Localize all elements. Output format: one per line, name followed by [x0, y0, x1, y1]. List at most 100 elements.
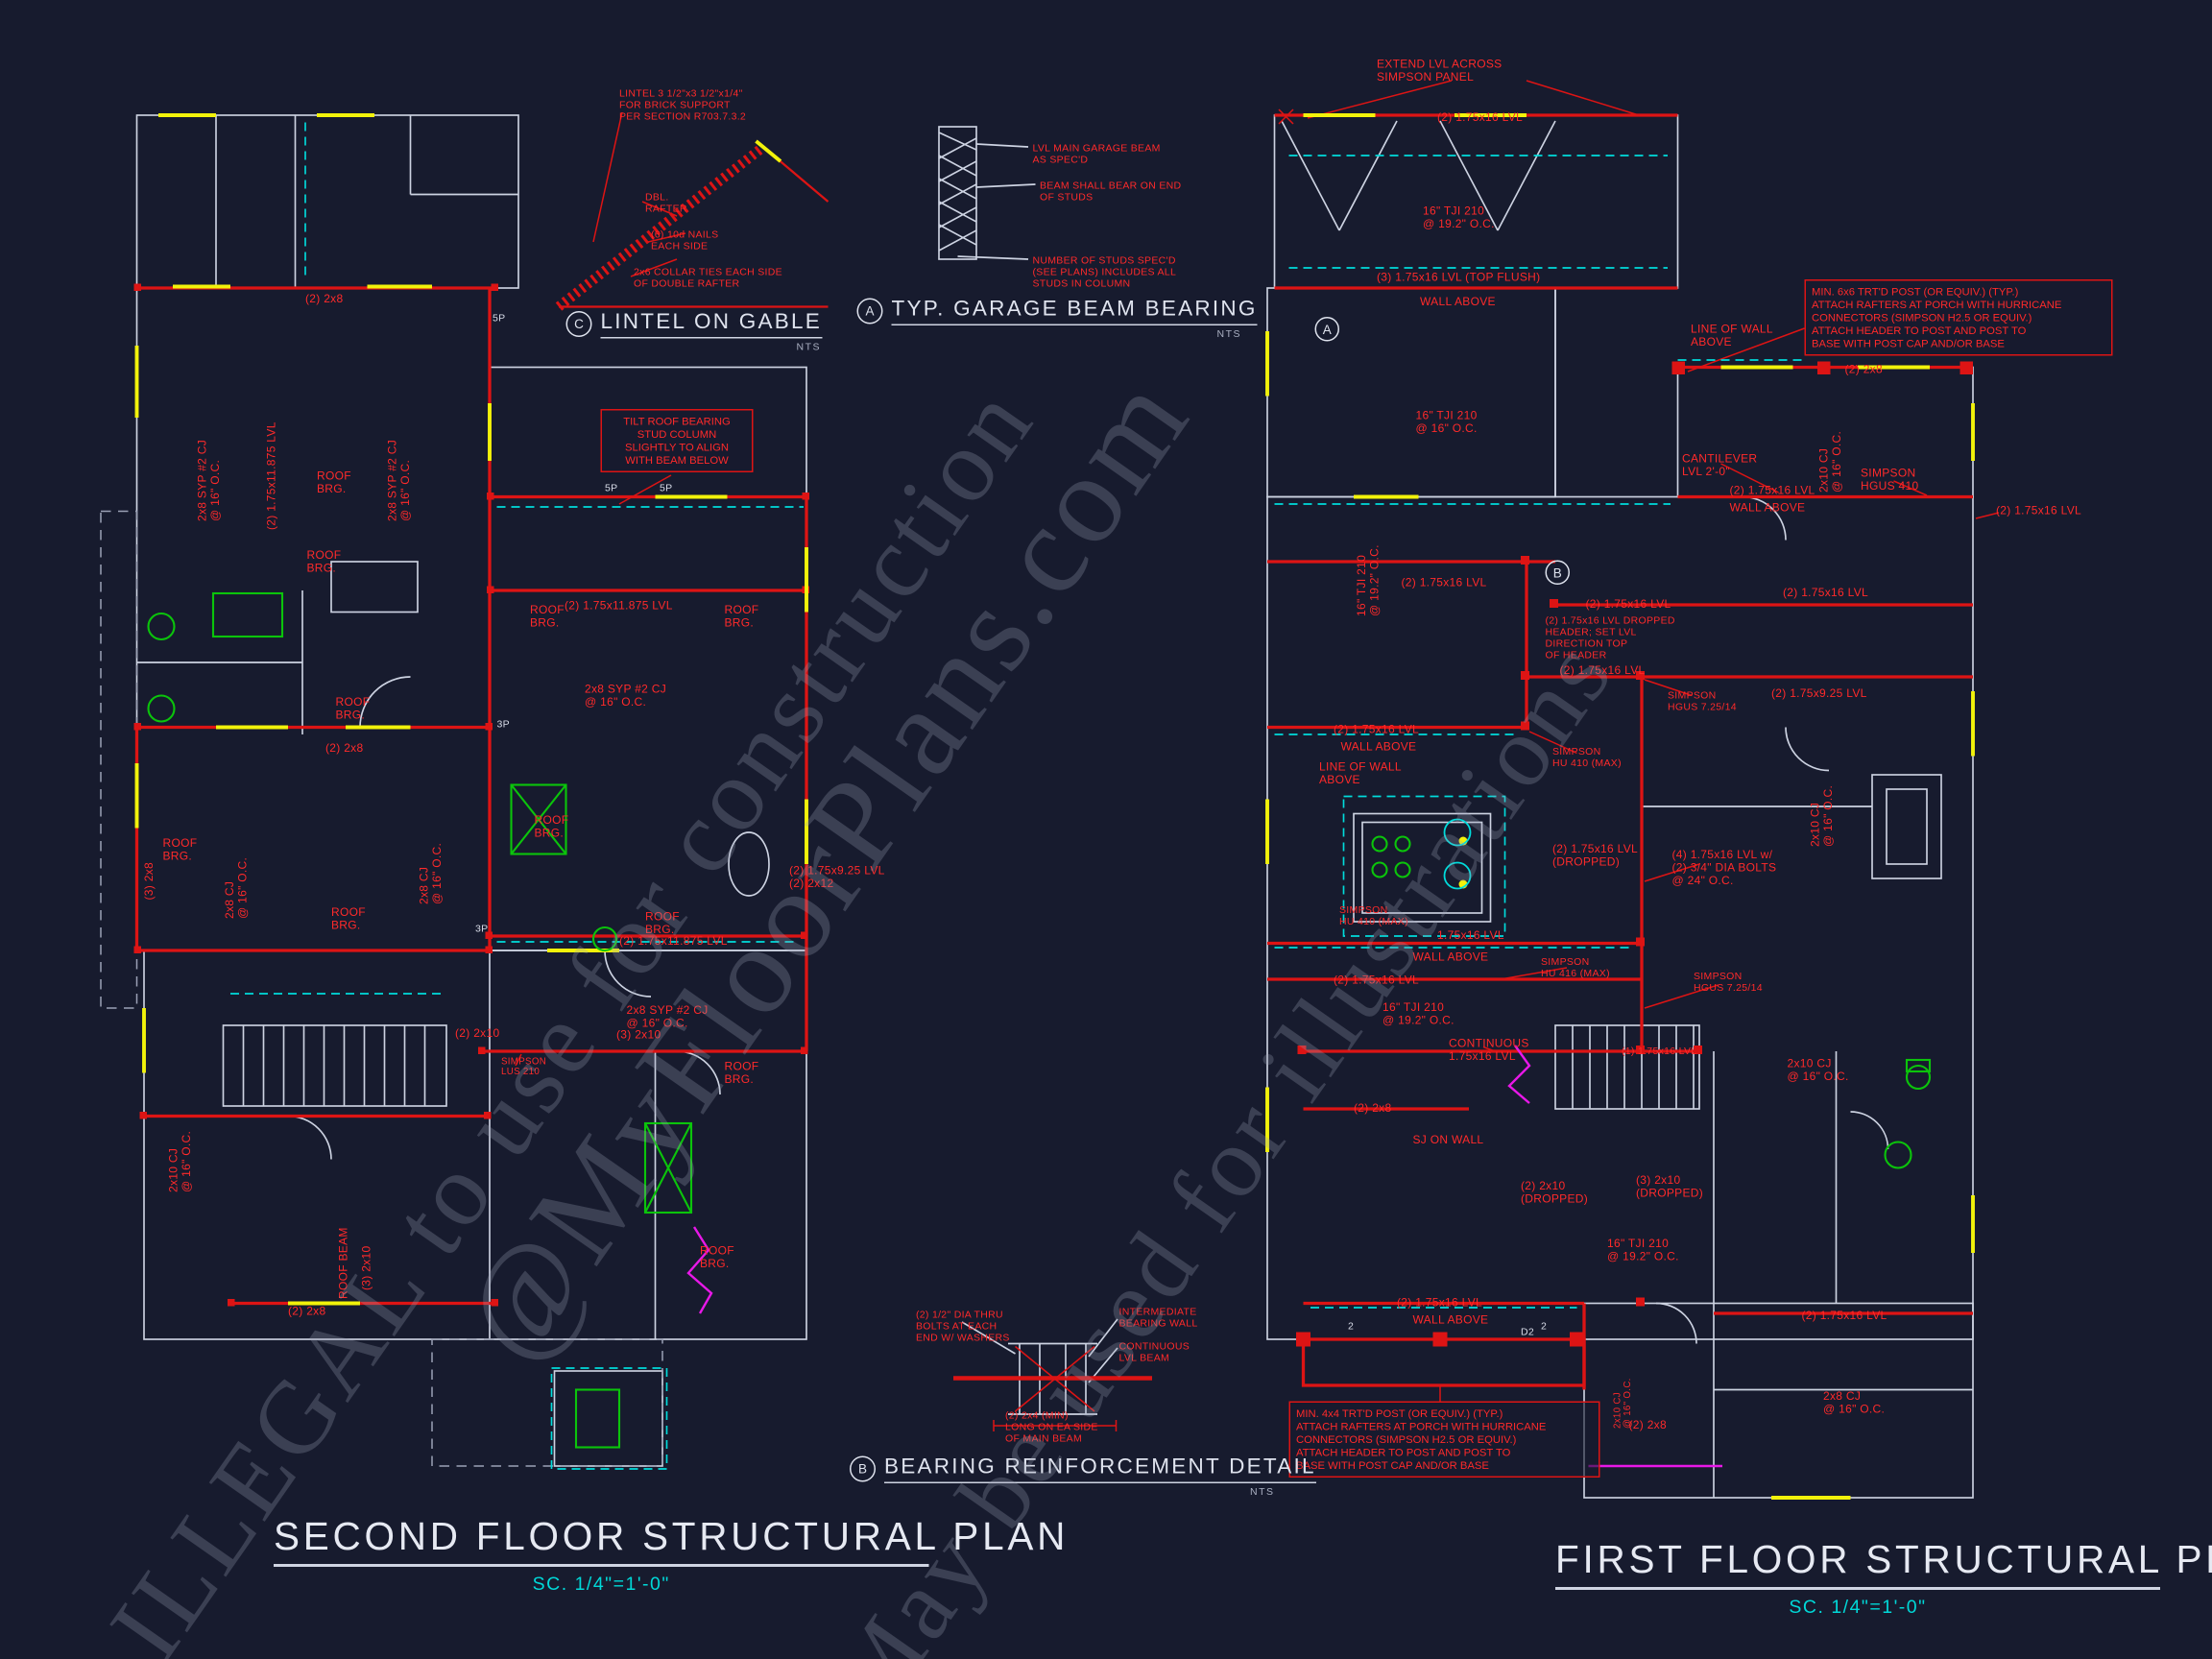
annotation-label: (2) 2x8 — [325, 741, 364, 756]
fixture-circles-cyan — [1443, 818, 1472, 890]
annotation-label: (2) 1.75x16 LVL — [1397, 1296, 1483, 1310]
bearing-detail-scale: NTS — [1250, 1487, 1275, 1499]
annotation-label: 3P — [496, 720, 510, 731]
annotation-label: WALL ABOVE — [1729, 501, 1806, 515]
annotation-label: (2) 1.75x16 LVL — [1334, 974, 1420, 987]
annotation-label: CONTINUOUS 1.75x16 LVL — [1449, 1037, 1529, 1064]
annotation-label: ROOF BRG. — [335, 695, 371, 722]
annotation-label: (2) 1/2" DIA THRU BOLTS AT EACH END W/ W… — [916, 1310, 1010, 1344]
detail-title-text: LINTEL ON GABLE — [600, 310, 822, 339]
annotation-label: 5P — [605, 484, 618, 494]
annotation-label: (2) 2x10 — [455, 1026, 500, 1041]
annotation-label: ROOF BRG. — [530, 603, 565, 630]
annotation-label: 2x8 CJ @ 16" O.C. — [1823, 1389, 1886, 1416]
annotation-label: SIMPSON HU 410 (MAX) — [1339, 905, 1408, 928]
annotation-label: SIMPSON HGUS 7.25/14 — [1694, 972, 1763, 995]
annotation-label: 2 — [1348, 1322, 1355, 1333]
annotation-label: WALL ABOVE — [1420, 295, 1496, 309]
second-floor-scale: SC. 1/4"=1'-0" — [532, 1573, 670, 1595]
annotation-label: (2) 1.75x16 LVL DROPPED HEADER; SET LVL … — [1545, 616, 1675, 661]
annotation-label: 2x8 SYP #2 CJ @ 16" O.C. — [626, 1003, 709, 1030]
annotation-label: ROOF BRG. — [724, 1060, 759, 1087]
annotation-label: 16" TJI 210 @ 19.2" O.C. — [1423, 204, 1495, 231]
annotation-label: (2) 1.75x9.25 LVL (2) 2x12 — [789, 864, 885, 891]
detail-symbol-a: A — [856, 298, 883, 325]
wall-above-dashed-lines — [230, 122, 1808, 1470]
annotation-label: (2) 2x10 (DROPPED) — [1521, 1179, 1589, 1206]
annotation-label: SIMPSON LUS 210 — [501, 1057, 547, 1078]
annotation-label: 2x8 SYP #2 CJ @ 16" O.C. — [386, 439, 413, 521]
leader-lines — [515, 80, 2000, 1431]
annotation-label: 2x10 CJ @ 16" O.C. — [1809, 784, 1836, 847]
annotation-label: (2) 2x4 (MIN) LONG ON EA SIDE OF MAIN BE… — [1005, 1411, 1098, 1445]
annotation-label: 5P — [660, 484, 673, 494]
annotation-label: WALL ABOVE — [1412, 1313, 1489, 1327]
misc-magenta-lines — [686, 1045, 1722, 1468]
annotation-label: 2x6 COLLAR TIES EACH SIDE OF DOUBLE RAFT… — [634, 268, 782, 290]
annotation-label: 16" TJI 210 @ 19.2" O.C. — [1382, 1000, 1455, 1027]
annotation-label: 16" TJI 210 @ 16" O.C. — [1415, 409, 1478, 436]
annotation-label: ROOF BRG. — [700, 1244, 734, 1271]
annotation-label: ROOF BRG. — [306, 548, 342, 575]
detail-symbol-b: B — [850, 1455, 876, 1482]
annotation-label: ROOF BRG. — [724, 603, 759, 630]
annotation-label: (2) 1.75x11.875 LVL — [619, 934, 728, 949]
annotation-label: 1.75x16 LVL — [1437, 928, 1504, 943]
first-floor-title-block: FIRST FLOOR STRUCTURAL PLAN SC. 1/4"=1'-… — [1555, 1538, 2212, 1618]
lintel-detail-title: C LINTEL ON GABLE — [565, 310, 822, 339]
annotation-label: ROOF BRG. — [534, 813, 569, 840]
annotation-label: LINE OF WALL ABOVE — [1691, 323, 1773, 349]
annotation-label: (2) 1.75x16 LVL (DROPPED) — [1552, 842, 1639, 869]
post-note-top: MIN. 6x6 TRT'D POST (OR EQUIV.) (TYP.) A… — [1804, 279, 2113, 356]
detail-title-text: BEARING REINFORCEMENT DETAIL — [884, 1455, 1316, 1483]
beam-lines — [134, 113, 1973, 1390]
annotation-label: (2) 2x8 — [305, 292, 344, 306]
annotation-label: (2) 2x8 — [1628, 1418, 1667, 1432]
plan-marker-b: B — [1545, 560, 1570, 585]
beam-end-markers — [133, 283, 1973, 1347]
annotation-label: LINTEL 3 1/2"x3 1/2"x1/4" FOR BRICK SUPP… — [619, 89, 747, 123]
annotation-label: (3) 2x8 — [142, 862, 156, 901]
annotation-label: 2x8 SYP #2 CJ @ 16" O.C. — [196, 439, 223, 521]
annotation-label: EXTEND LVL ACROSS SIMPSON PANEL — [1377, 58, 1503, 84]
annotation-label: (2) 1.75x16 LVL — [1801, 1309, 1887, 1323]
annotation-label: 2x8 CJ @ 16" O.C. — [223, 856, 250, 919]
lintel-detail-scale: NTS — [796, 343, 821, 353]
annotation-label: ROOF BRG. — [331, 905, 366, 932]
annotation-label: (2) 1.75x16 LVL — [1559, 663, 1646, 678]
plan-marker-a: A — [1314, 317, 1339, 342]
garage-beam-detail-scale: NTS — [1216, 329, 1241, 341]
annotation-label: (2) 2x8 — [1844, 363, 1883, 376]
post-note-bottom: MIN. 4x4 TRT'D POST (OR EQUIV.) (TYP.) A… — [1288, 1401, 1600, 1478]
annotation-label: (2) 1.75x9.25 LVL — [1771, 686, 1867, 701]
detail-title-text: TYP. GARAGE BEAM BEARING — [891, 297, 1258, 325]
detail-symbol-c: C — [565, 311, 592, 337]
annotation-label: 2x10 CJ @ 16" O.C. — [1613, 1378, 1634, 1429]
annotation-label: LINE OF WALL ABOVE — [1319, 760, 1402, 787]
annotation-label: SIMPSON HGUS 7.25/14 — [1668, 691, 1737, 713]
annotation-label: 2x10 CJ @ 16" O.C. — [167, 1130, 194, 1192]
annotation-label: (3) 1.75x16 LVL (TOP FLUSH) — [1377, 271, 1541, 284]
plumbing-fixtures — [147, 591, 1932, 1449]
annotation-label: CANTILEVER LVL 2'-0" — [1682, 452, 1758, 479]
annotation-label: SJ ON WALL — [1412, 1133, 1484, 1147]
annotation-label: CONTINUOUS LVL BEAM — [1118, 1342, 1190, 1364]
annotation-label: 2x10 CJ @ 16" O.C. — [1817, 430, 1844, 493]
annotation-label: 5P — [493, 314, 506, 325]
annotation-label: (1) 1.75x16 LVL — [1622, 1046, 1697, 1058]
annotation-label: NUMBER OF STUDS SPEC'D (SEE PLANS) INCLU… — [1032, 256, 1177, 290]
annotation-label: INTERMEDIATE BEARING WALL — [1118, 1308, 1198, 1330]
garage-beam-detail-title: A TYP. GARAGE BEAM BEARING — [856, 297, 1258, 325]
annotation-label: ROOF BRG. — [645, 910, 680, 937]
annotation-label: 2 — [1541, 1322, 1548, 1333]
annotation-label: (3) 2x10 — [616, 1028, 661, 1042]
annotation-label: BEAM SHALL BEAR ON END OF STUDS — [1040, 181, 1182, 204]
second-floor-title: SECOND FLOOR STRUCTURAL PLAN — [274, 1515, 1065, 1567]
annotation-label: (2) 1.75x16 LVL — [1996, 504, 2082, 517]
annotation-label: 2x8 CJ @ 16" O.C. — [418, 842, 445, 904]
annotation-label: DBL. RAFTER — [645, 193, 687, 215]
annotation-label: (2) 1.75x16 LVL — [1401, 576, 1487, 589]
annotation-label: (2) 1.75x16 LVL — [1437, 110, 1524, 125]
